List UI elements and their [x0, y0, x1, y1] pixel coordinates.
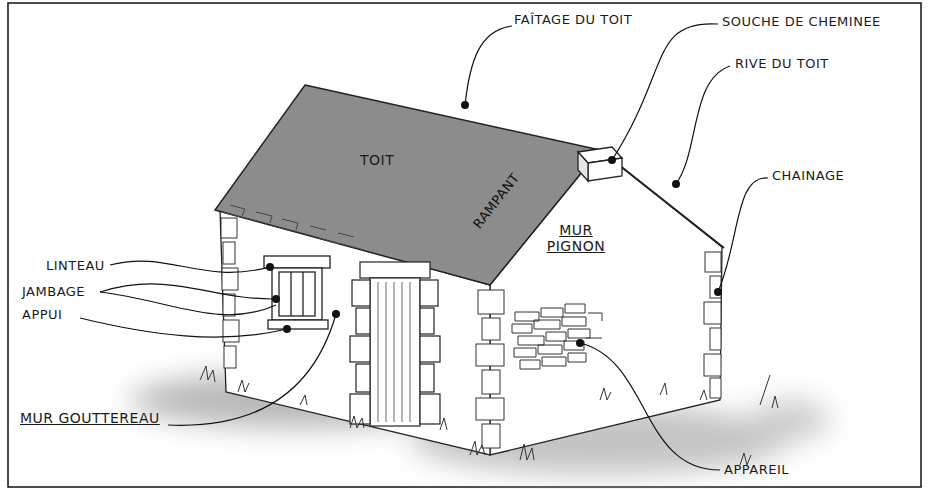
chimney	[578, 147, 622, 181]
part-label: APPUI	[22, 307, 62, 323]
part-label: MUR PIGNON	[540, 222, 612, 254]
part-label: CHAINAGE	[772, 168, 844, 184]
roof	[215, 85, 724, 285]
grass	[200, 366, 778, 465]
part-label: FAÎTAGE DU TOIT	[514, 12, 632, 28]
leader-dots	[266, 101, 722, 347]
part-label: MUR GOUTTEREAU	[20, 410, 160, 426]
frame-border	[8, 3, 921, 487]
part-label: SOUCHE DE CHEMINEE	[722, 14, 881, 30]
part-label: LINTEAU	[46, 258, 105, 274]
masonry-bond	[512, 304, 602, 369]
part-label: TOIT	[360, 152, 394, 168]
eave-stones	[222, 205, 364, 250]
part-label: RIVE DU TOIT	[735, 56, 829, 72]
window	[264, 256, 330, 329]
part-label: APPAREIL	[724, 462, 789, 478]
leader-lines	[80, 24, 768, 470]
part-label: JAMBAGE	[22, 284, 85, 300]
door	[350, 262, 440, 426]
